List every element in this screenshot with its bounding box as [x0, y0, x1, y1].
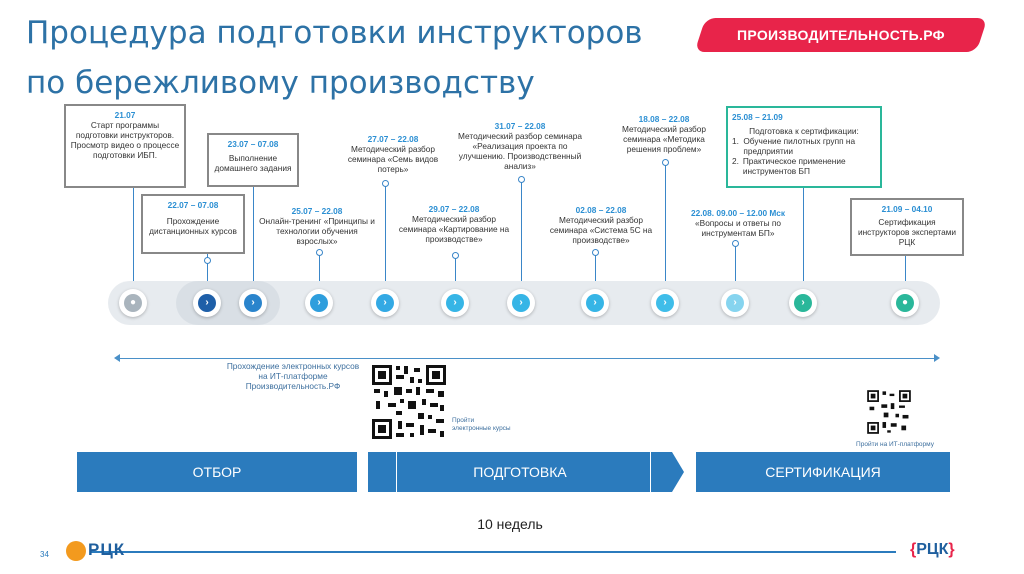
- connector-line: [455, 253, 456, 284]
- chevron-right-icon[interactable]: ›: [656, 294, 674, 312]
- qr-caption-platform: Пройти на ИТ-платформу: [856, 441, 934, 448]
- step-box-3: 23.07 – 07.08 Выполнение домашнего задан…: [207, 133, 299, 187]
- arrow-right-icon: [934, 354, 940, 362]
- step-date: 22.07 – 07.08: [167, 200, 219, 210]
- duration-arrow-line: [118, 358, 936, 359]
- chevron-right-icon[interactable]: ›: [376, 294, 394, 312]
- step-list-item: 2.Практическое применение инструментов Б…: [732, 156, 846, 176]
- step-text: Прохождение дистанционных курсов: [149, 216, 237, 236]
- step-date: 25.08 – 21.09: [732, 112, 783, 122]
- connector-dot: [592, 249, 599, 256]
- step-date: 23.07 – 07.08: [227, 139, 279, 149]
- connector-line: [207, 254, 208, 284]
- logo-right: {РЦК}: [910, 541, 955, 558]
- phase-arrow-icon: [672, 452, 684, 492]
- chevron-right-icon[interactable]: ›: [244, 294, 262, 312]
- connector-line: [803, 188, 804, 284]
- phase-divider: [396, 452, 397, 492]
- phase-certification: СЕРТИФИКАЦИЯ: [696, 452, 950, 492]
- chevron-right-icon[interactable]: ›: [794, 294, 812, 312]
- step-text: Сертификация инструкторов экспертами РЦК: [857, 217, 957, 247]
- ecourses-note: Прохождение электронных курсов на ИТ-пла…: [224, 361, 362, 391]
- chevron-right-icon[interactable]: ›: [310, 294, 328, 312]
- chevron-right-icon[interactable]: ›: [446, 294, 464, 312]
- connector-dot: [732, 240, 739, 247]
- chevron-right-icon[interactable]: ›: [512, 294, 530, 312]
- connector-line: [735, 240, 736, 284]
- chevron-right-icon[interactable]: ›: [198, 294, 216, 312]
- step-date: 21.09 – 04.10: [881, 204, 933, 214]
- connector-line: [665, 160, 666, 284]
- chevron-right-icon[interactable]: ›: [586, 294, 604, 312]
- logo-gear-icon: [66, 541, 86, 561]
- qr-caption-courses: Пройти электронные курсы: [452, 417, 511, 432]
- step-date: 21.07: [114, 110, 136, 120]
- phase-training: ПОДГОТОВКА: [368, 452, 672, 492]
- page-number: 34: [40, 550, 49, 559]
- phase-training-label: ПОДГОТОВКА: [473, 464, 567, 480]
- connector-line: [595, 250, 596, 284]
- step-label-10: 22.08. 09.00 – 12.00 Мск«Вопросы и ответ…: [691, 208, 785, 238]
- title-line-2: по бережливому производству: [26, 65, 535, 101]
- connector-dot: [518, 176, 525, 183]
- connector-line: [905, 256, 906, 284]
- connector-line: [521, 180, 522, 284]
- connector-dot: [316, 249, 323, 256]
- qr-code-platform[interactable]: [866, 389, 912, 435]
- step-text: Выполнение домашнего задания: [214, 153, 292, 173]
- logo-left: РЦК: [88, 540, 126, 559]
- connector-dot: [452, 252, 459, 259]
- connector-dot: [382, 180, 389, 187]
- connector-dot: [662, 159, 669, 166]
- phase-selection: ОТБОР: [77, 452, 357, 492]
- step-box-12: 21.09 – 04.10 Сертификация инструкторов …: [850, 198, 964, 256]
- connector-line: [253, 187, 254, 284]
- title-line-1: Процедура подготовки инструкторов: [26, 15, 643, 51]
- connector-line: [133, 188, 134, 284]
- step-box-2: 22.07 – 07.08 Прохождение дистанционных …: [141, 194, 245, 254]
- step-text: Старт программы подготовки инструкторов.…: [70, 120, 180, 160]
- arrow-left-icon: [114, 354, 120, 362]
- logo-bracket-icon: }: [948, 541, 955, 558]
- logo-bracket-icon: {: [910, 541, 917, 558]
- step-text: Подготовка к сертификации:: [749, 126, 859, 136]
- step-box-1: 21.07 Старт программы подготовки инструк…: [64, 104, 186, 188]
- phase-divider: [650, 452, 651, 492]
- connector-line: [319, 250, 320, 284]
- page-title: Процедура подготовки инструкторов по бер…: [26, 8, 706, 108]
- chevron-right-icon[interactable]: ›: [726, 294, 744, 312]
- qr-code-courses[interactable]: [370, 363, 448, 441]
- start-node-icon[interactable]: ●: [124, 294, 142, 312]
- end-node-icon[interactable]: ●: [896, 294, 914, 312]
- duration-label: 10 недель: [477, 516, 543, 532]
- connector-line: [385, 183, 386, 284]
- connector-dot: [204, 257, 211, 264]
- footer-divider: [90, 551, 896, 553]
- step-list-item: 1.Обучение пилотных групп на предприятии: [732, 136, 856, 156]
- step-box-11: 25.08 – 21.09 Подготовка к сертификации:…: [726, 106, 882, 188]
- brand-badge[interactable]: ПРОИЗВОДИТЕЛЬНОСТЬ.РФ: [737, 27, 945, 43]
